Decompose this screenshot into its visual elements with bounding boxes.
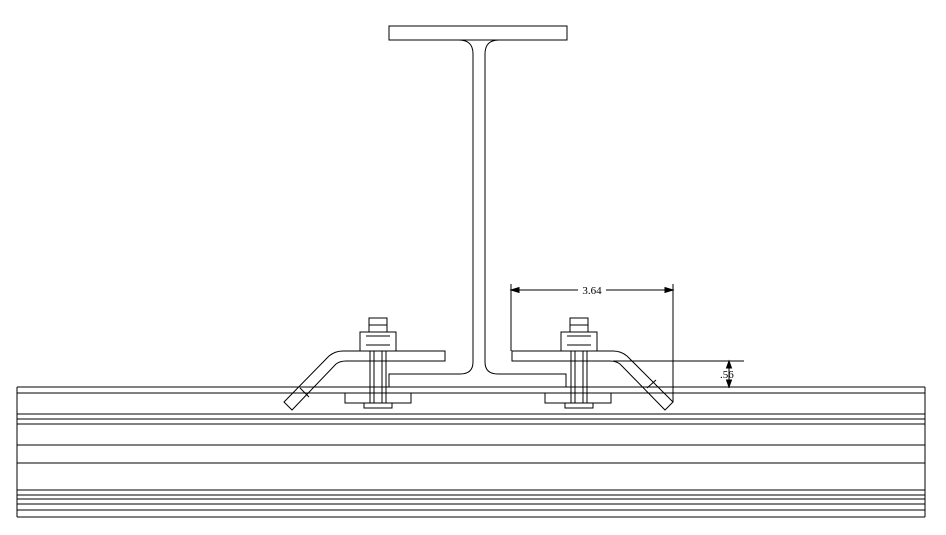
dimension-height-label: .56 [720,369,734,381]
left-bolt-head [363,402,393,409]
right-washer [544,392,612,404]
right-bolt-shank [570,350,588,404]
dimension-height: .56 [613,359,744,389]
left-nut [359,331,397,352]
dimension-width-label: 3.64 [582,285,602,297]
right-bolt-head [564,402,594,409]
base-rail [16,386,926,518]
right-clamp-bar [511,350,674,411]
dimension-width: 3.64 [509,284,675,402]
i-beam-top-flange [388,25,568,41]
left-washer [344,392,412,404]
i-beam-web [388,39,567,387]
left-clamp [283,317,446,411]
i-beam [388,25,568,387]
right-nut [560,331,598,352]
right-clamp [511,317,674,411]
left-bolt-shank [369,350,387,404]
left-clamp-bar [283,350,446,411]
